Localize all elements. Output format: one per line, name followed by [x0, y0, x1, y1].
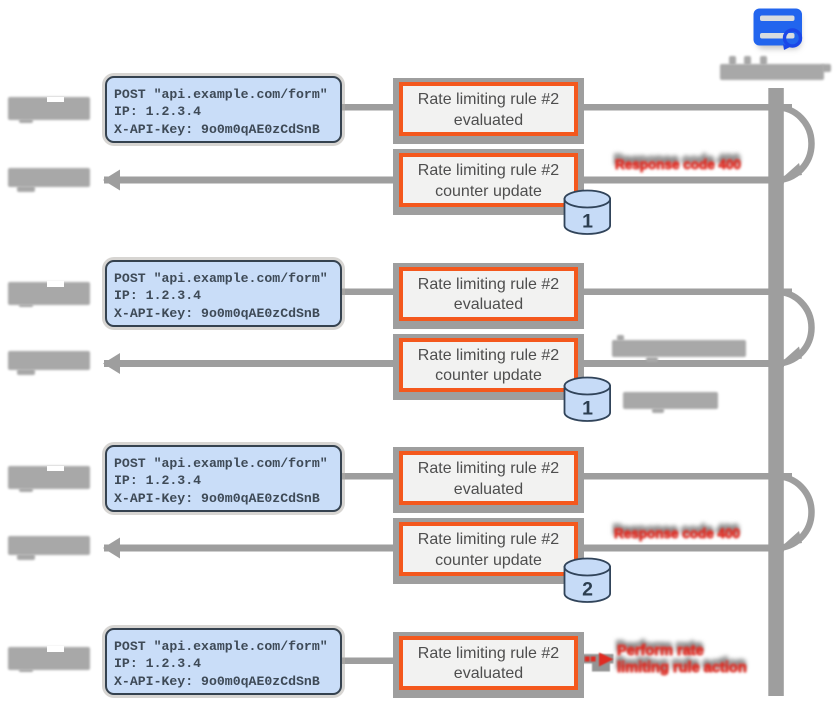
svg-text:2: 2: [582, 579, 593, 601]
svg-text:1: 1: [582, 211, 593, 233]
svg-text:1: 1: [582, 398, 593, 420]
